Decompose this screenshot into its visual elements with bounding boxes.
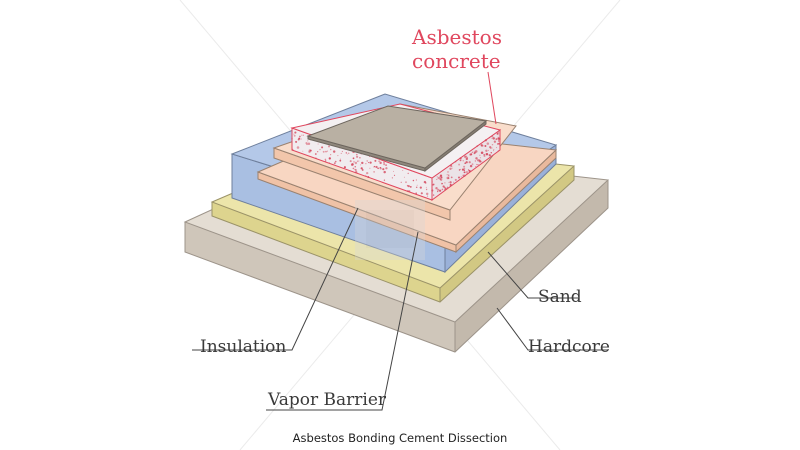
insulation-label: Insulation — [200, 337, 286, 357]
vapor-barrier-leader — [266, 231, 419, 411]
sand-leader — [487, 251, 578, 299]
hardcore-leader — [496, 307, 608, 351]
watermark-logo — [355, 200, 425, 260]
sand-label: Sand — [538, 287, 582, 307]
vapor-barrier-label: Vapor Barrier — [267, 390, 387, 410]
asbestos-concrete-label-line1: Asbestos — [411, 25, 502, 49]
hardcore-label: Hardcore — [528, 337, 610, 357]
diagram-caption: Asbestos Bonding Cement Dissection — [293, 431, 508, 445]
insulation-leader — [192, 207, 359, 351]
asbestos-concrete-label-line2: concrete — [412, 49, 501, 73]
asbestos-concrete-leader — [487, 71, 497, 125]
top-slab — [306, 105, 488, 173]
